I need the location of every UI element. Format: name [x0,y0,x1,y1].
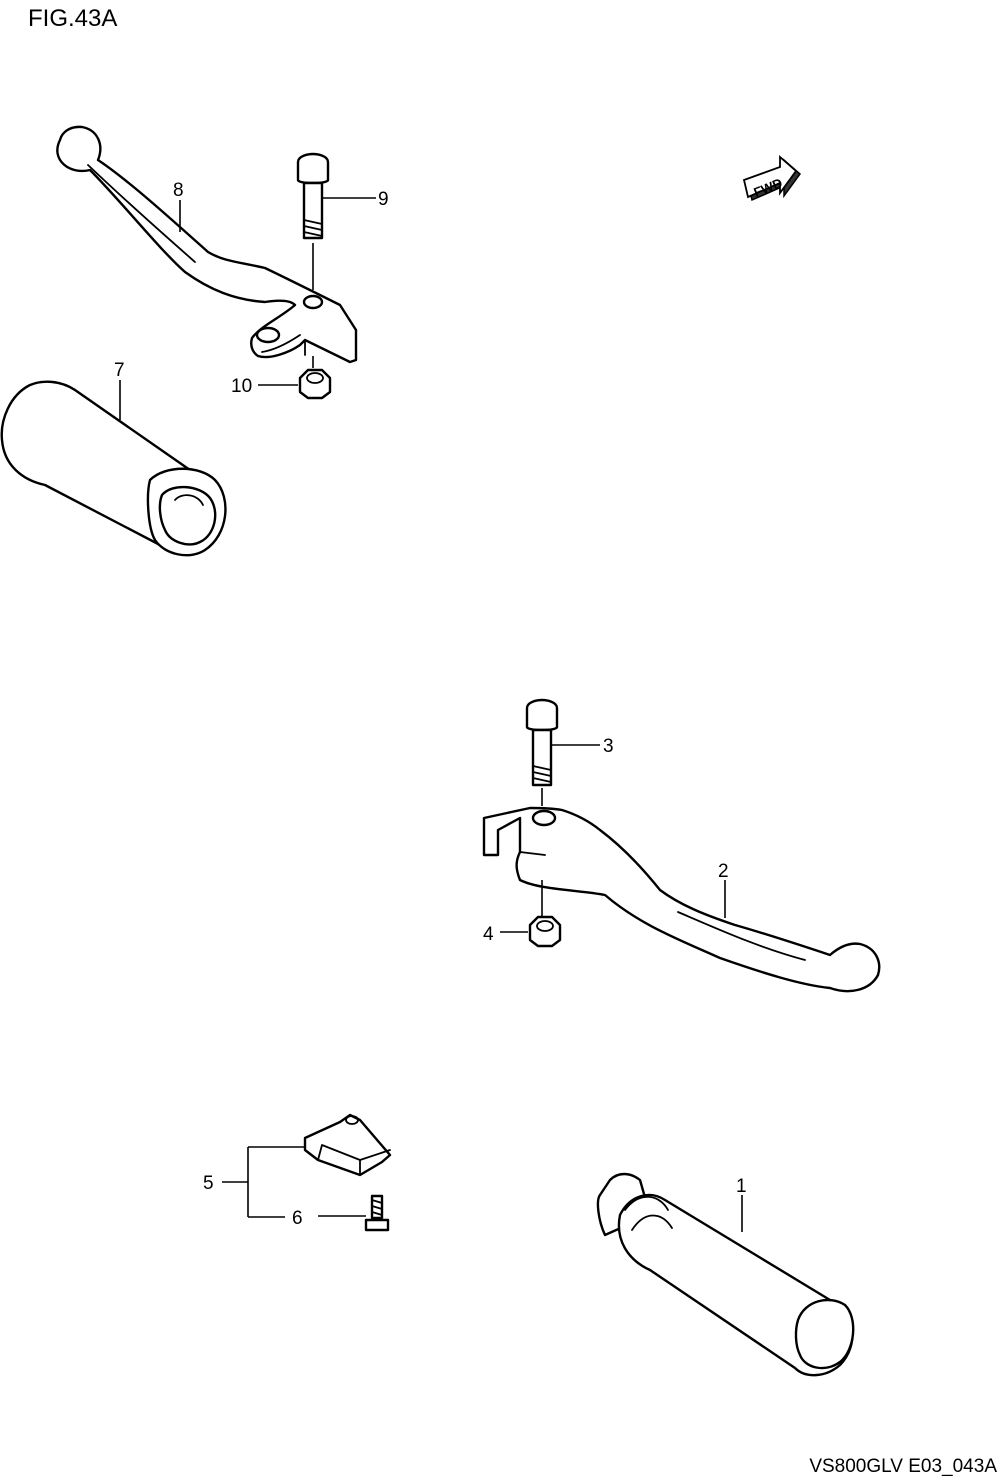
callout-10: 10 [231,376,252,397]
leader-lines [119,197,743,1232]
callout-9: 9 [378,189,389,210]
callout-7: 7 [114,360,125,381]
callout-4: 4 [483,924,494,945]
part-2-brake-lever [482,806,881,993]
callout-8: 8 [173,180,184,201]
callout-2: 2 [718,861,729,882]
part-9-bolt [296,152,330,240]
part-4-nut [528,915,562,948]
callout-5: 5 [203,1173,214,1194]
part-5-switch [303,1113,392,1177]
callout-labels: 8 9 10 7 3 2 4 5 6 1 [114,180,747,1229]
part-1-throttle-grip [596,1172,855,1377]
callout-3: 3 [603,736,614,757]
figure-code: VS800GLV E03_043A [809,1456,997,1477]
callout-1: 1 [736,1176,747,1197]
figure-title: FIG.43A [28,5,117,32]
part-3-bolt [525,698,559,787]
part-7-left-grip [0,380,227,557]
forward-arrow-icon: FWD [742,155,802,202]
part-6-screw [364,1194,390,1232]
callout-6: 6 [292,1208,303,1229]
part-8-clutch-lever [56,125,358,364]
part-10-nut [298,368,332,400]
